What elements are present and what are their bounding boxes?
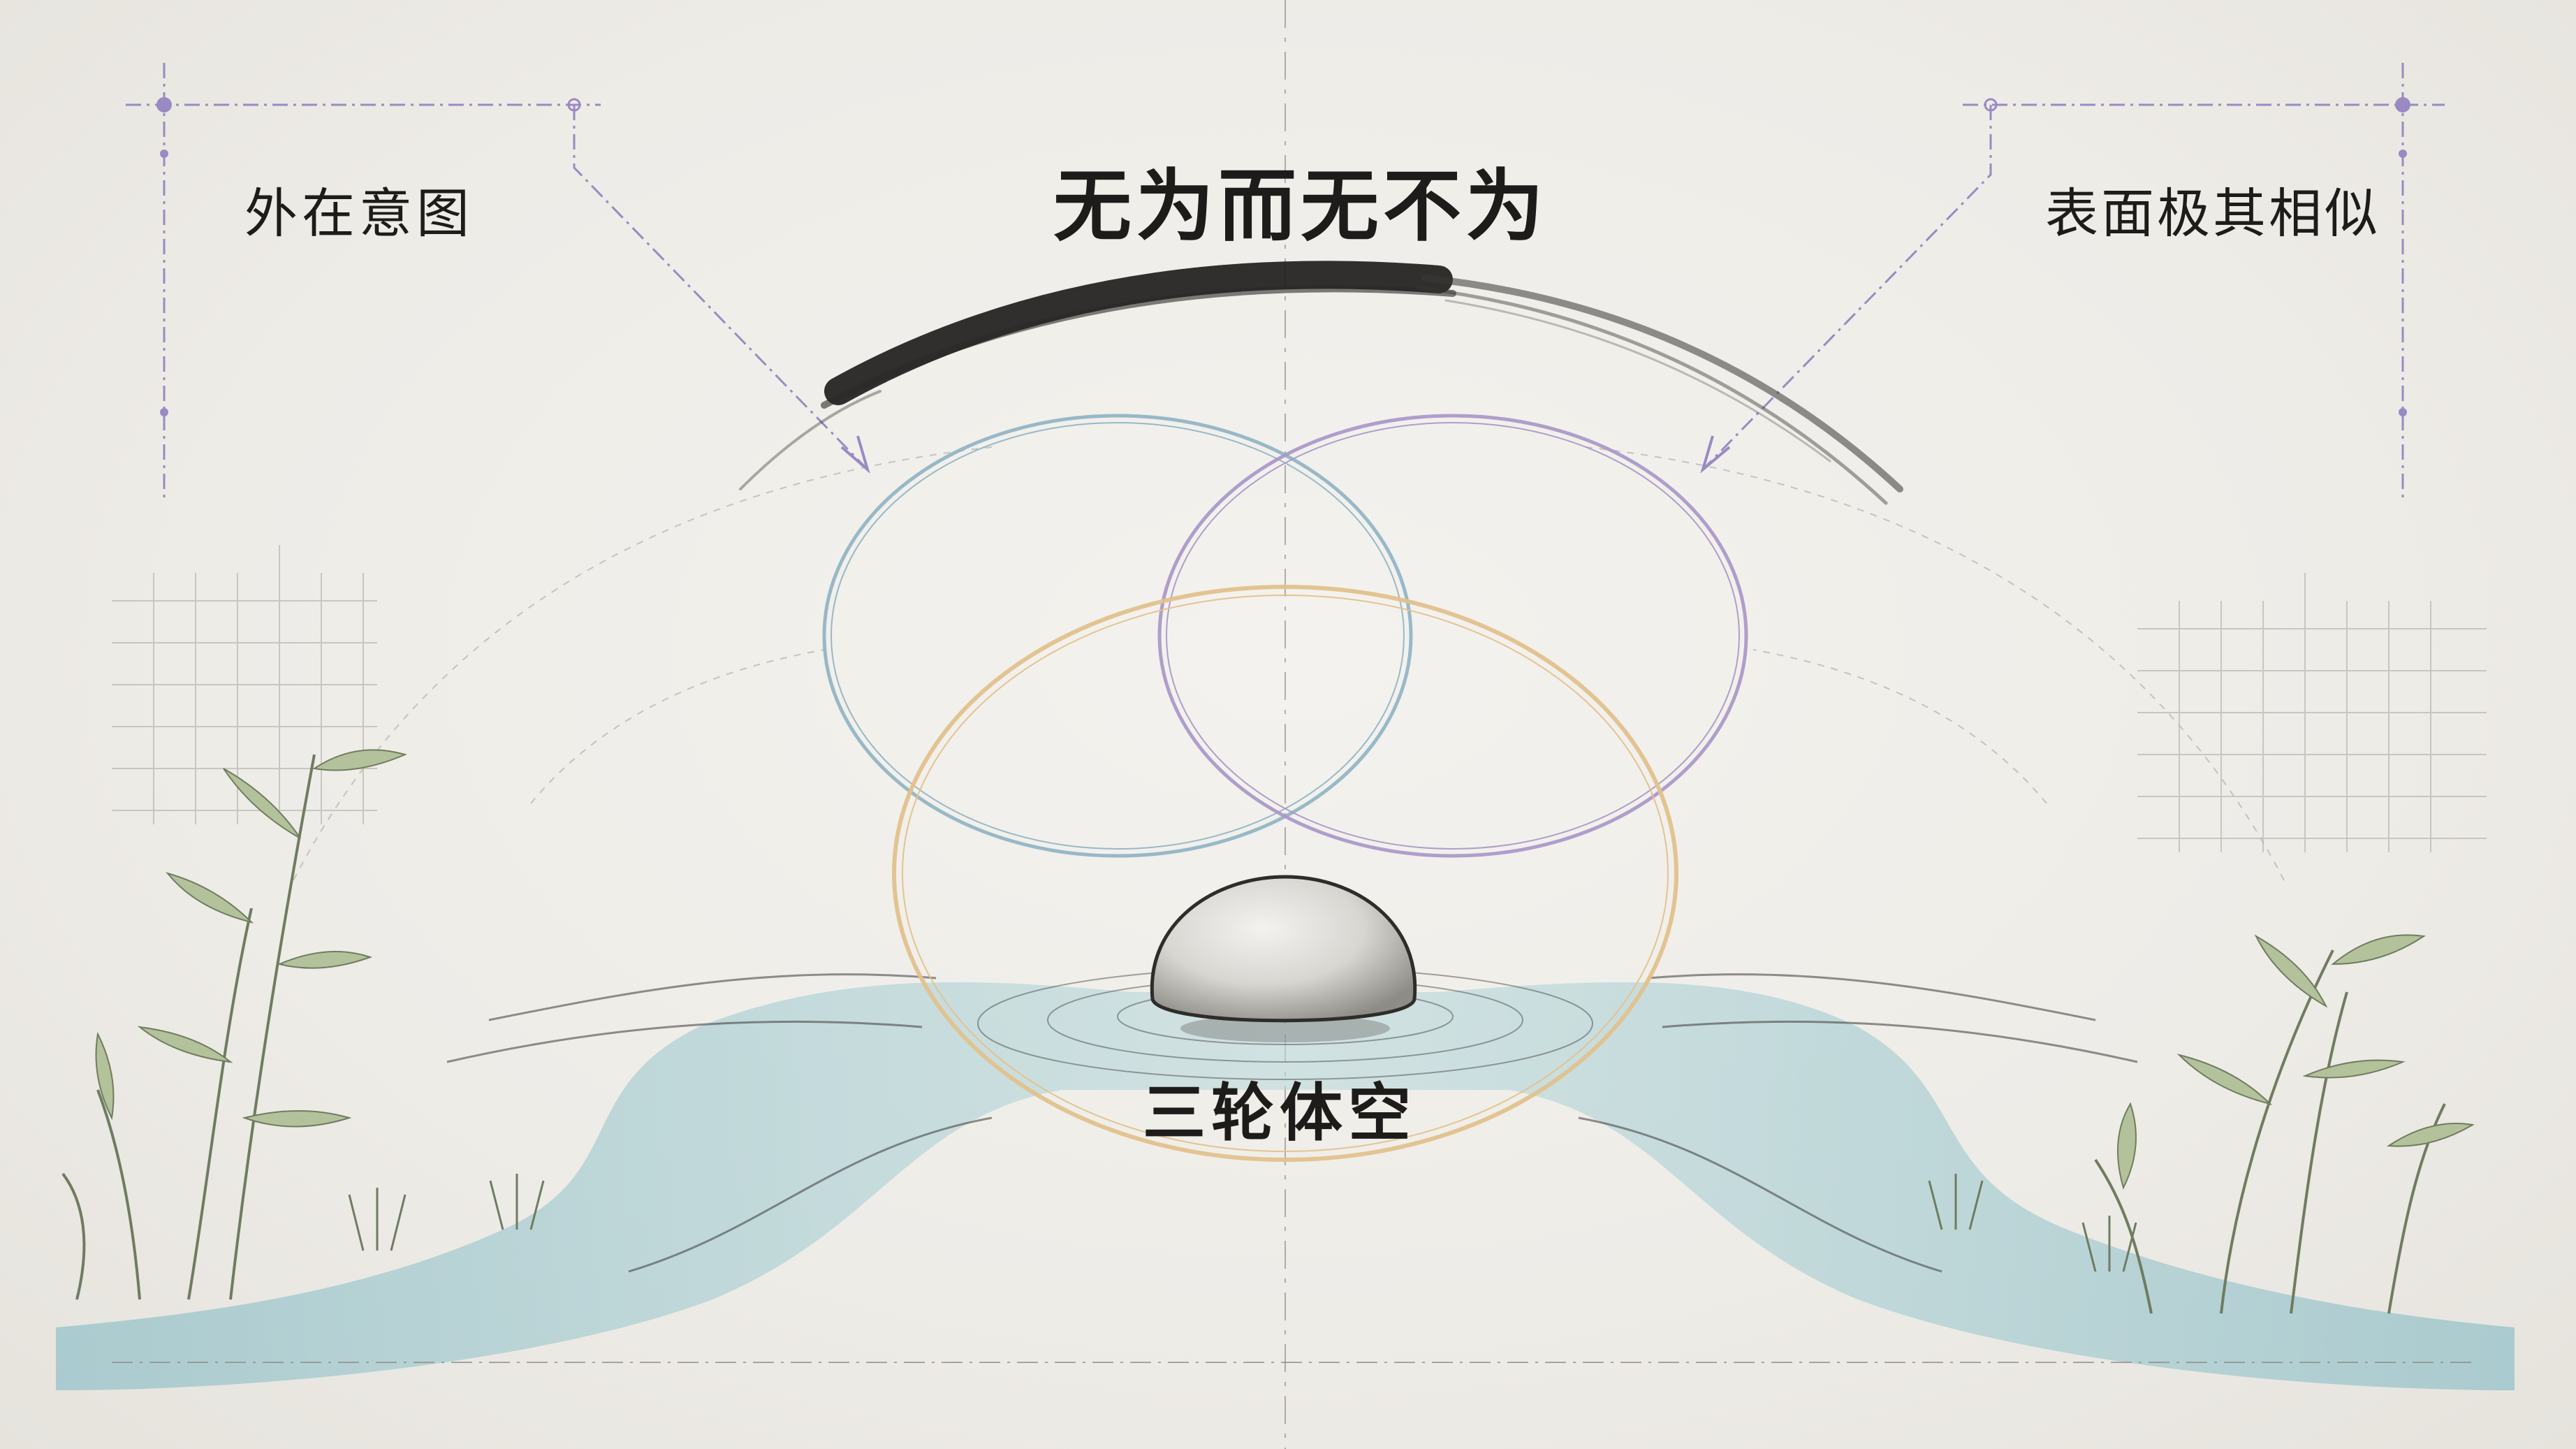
grass-tufts [348, 1174, 2137, 1272]
ring-blue [822, 414, 1413, 858]
frame-left [126, 63, 868, 503]
arrow-left-head [840, 435, 870, 474]
frame-right-markers [1984, 97, 2410, 416]
stone-icon [1150, 875, 1417, 1042]
construction-arcs [293, 446, 2285, 881]
water-stream [56, 967, 2515, 1390]
ring-purple [1157, 414, 1748, 858]
label-surface-similarity: 表面极其相似 [2045, 182, 2380, 245]
ring-gold [892, 585, 1678, 1162]
bamboo-icon [61, 749, 407, 1300]
ink-brush-arc [739, 261, 1903, 505]
arrow-right-head [1700, 435, 1731, 474]
frame-left-markers [156, 97, 581, 416]
label-three-wheels-empty: 三轮体空 [1143, 1076, 1417, 1150]
label-external-intention: 外在意图 [244, 182, 474, 245]
frame-right [1703, 63, 2445, 503]
bamboo-icon [2094, 934, 2475, 1314]
grid-right [2137, 573, 2487, 852]
page-title: 无为而无不为 [1053, 161, 1548, 252]
